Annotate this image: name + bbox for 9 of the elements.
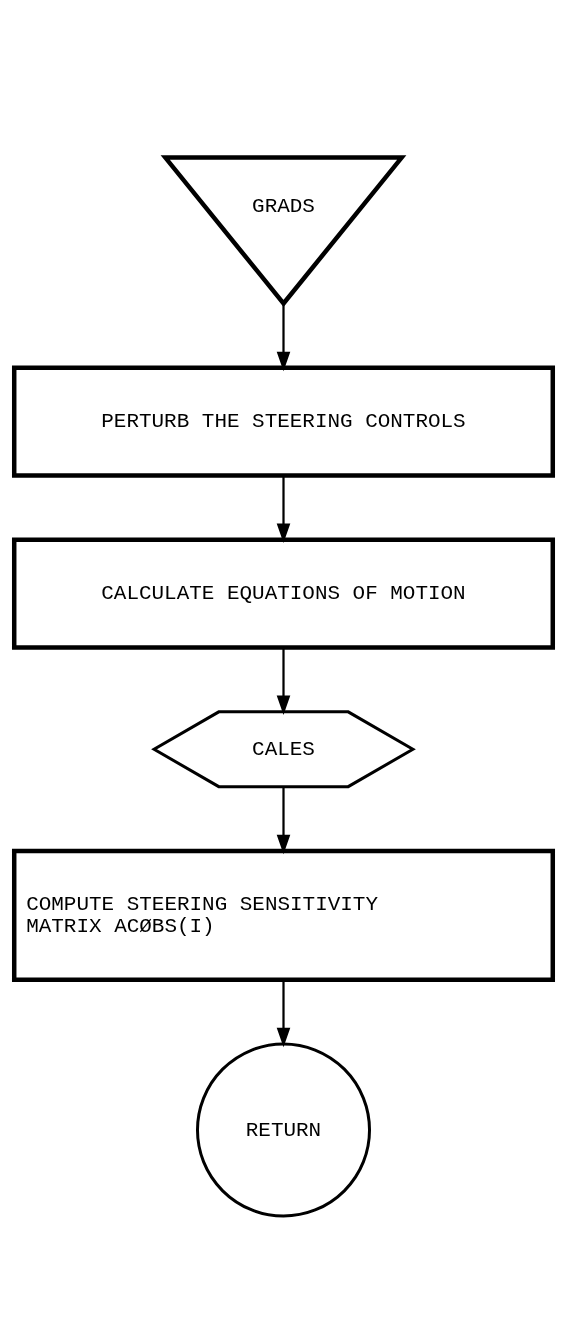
node-box: PERTURB THE STEERING CONTROLS (11, 365, 556, 478)
arrow (276, 786, 291, 855)
arrow (276, 475, 291, 544)
node-box: COMPUTE STEERING SENSITIVITY MATRIX ACØBS(I) (11, 848, 556, 982)
arrow (276, 647, 291, 715)
node-box: CALCULATE EQUATIONS OF MOTION (11, 537, 556, 650)
arrow (276, 304, 291, 372)
node-circle: RETURN (196, 1042, 371, 1218)
arrow (276, 979, 291, 1048)
